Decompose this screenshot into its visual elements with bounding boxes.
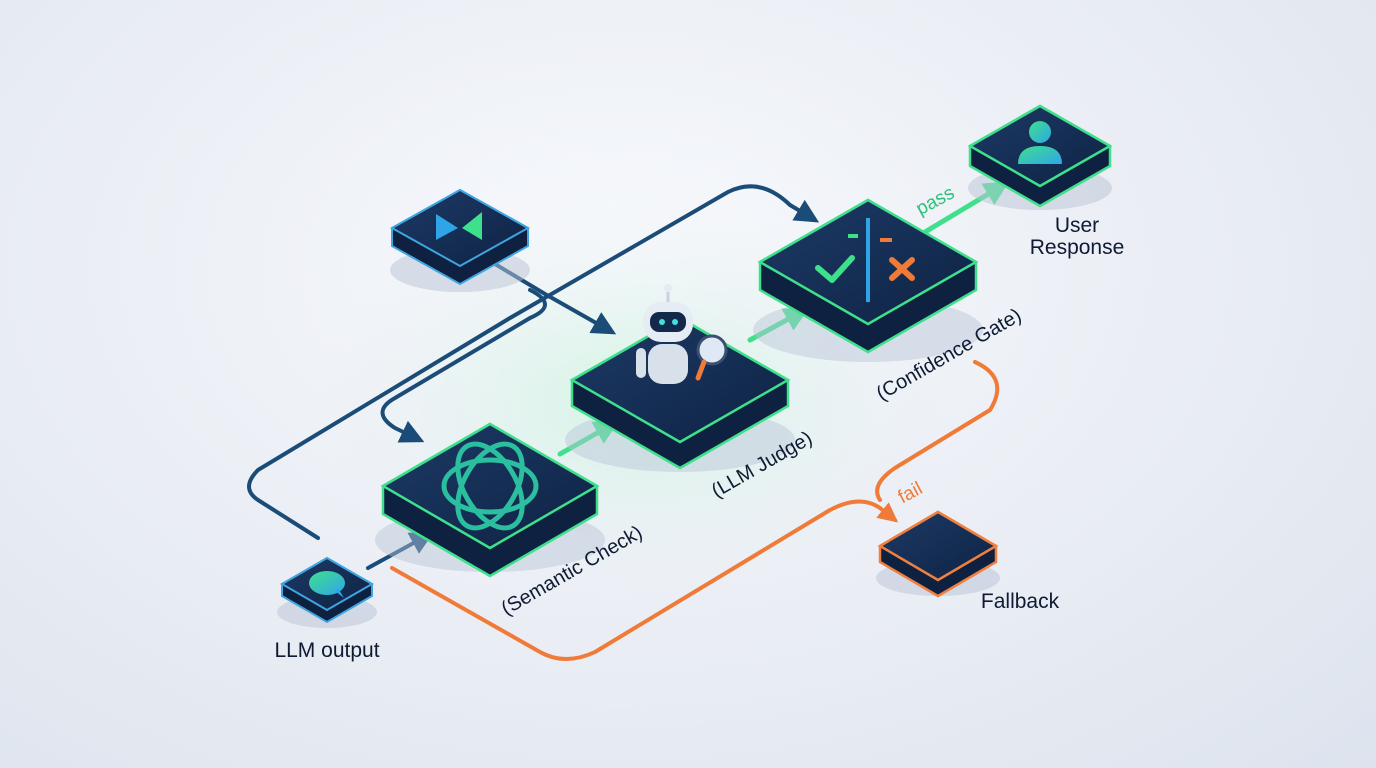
- llm-output-label: LLM output: [274, 639, 379, 662]
- magnifier-icon: [695, 334, 728, 381]
- cross-icon: [889, 257, 915, 281]
- dark-flow-lines: [247, 184, 820, 570]
- play-arrow-icon: [436, 212, 482, 240]
- user-response-label-line2: Response: [1030, 236, 1125, 259]
- node-semantic-check[interactable]: [375, 422, 605, 578]
- node-llm-output[interactable]: [277, 556, 377, 628]
- user-response-label-line1: User: [1055, 214, 1099, 237]
- judge-to-gate-edge: [747, 307, 810, 343]
- fallback-label: Fallback: [981, 590, 1060, 613]
- check-icon: [815, 255, 855, 283]
- router-to-semantic-edge: [380, 288, 547, 443]
- node-fallback[interactable]: [876, 510, 1000, 598]
- node-confidence-gate[interactable]: [753, 198, 983, 362]
- knot-logo-icon: [441, 441, 539, 531]
- semantic-to-judge-edge: [557, 420, 620, 457]
- node-llm-judge[interactable]: [565, 284, 795, 472]
- output-fail-edge: [390, 499, 899, 661]
- chat-bubble-icon: [309, 571, 345, 598]
- fail-flow-lines: [390, 360, 1000, 661]
- output-to-semantic-edge: [366, 531, 435, 570]
- gate-to-fallback-edge: [875, 360, 1000, 502]
- bypass-edge-to-gate: [247, 184, 820, 540]
- robot-icon: [636, 284, 693, 384]
- node-user-response[interactable]: [967, 104, 1113, 210]
- node-router[interactable]: [389, 188, 531, 292]
- user-icon: [1018, 121, 1062, 164]
